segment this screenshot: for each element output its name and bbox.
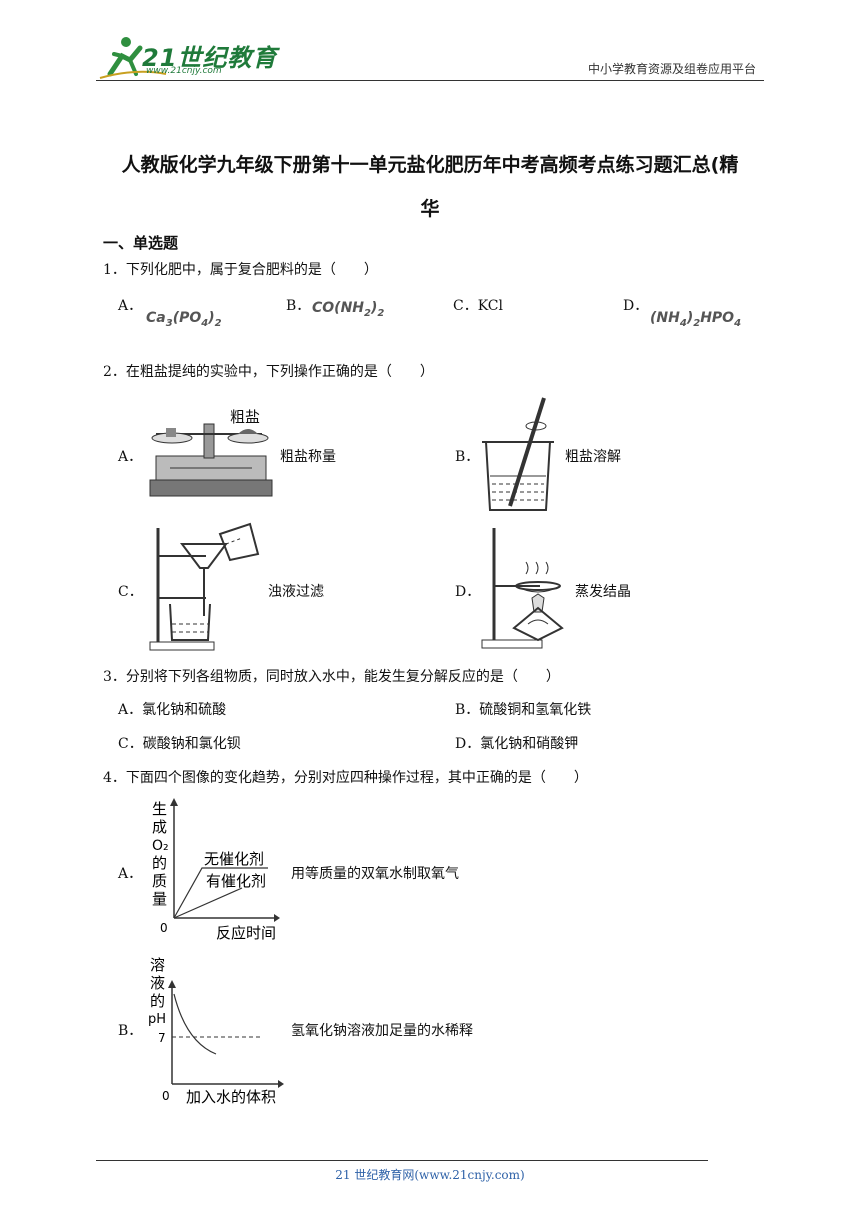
q4b-y-label-2: 液: [150, 974, 165, 992]
q3-option-d: D．氯化钠和硝酸钾: [455, 736, 579, 752]
q2-caption-d: 蒸发结晶: [575, 584, 631, 600]
q4a-y-label-1: 生: [152, 800, 167, 818]
platform-name: 中小学教育资源及组卷应用平台: [587, 62, 756, 76]
q4-graph-b: 溶 液 的 pH 7 0 加入水的体积: [148, 956, 284, 1106]
beaker-stirring-icon: [482, 397, 554, 511]
evaporation-setup-icon: [481, 528, 564, 649]
q4b-seven-tick: 7: [158, 1031, 166, 1045]
q4a-y-label-2: 成: [152, 818, 167, 836]
q4a-line-label-catalyst: 有催化剂: [206, 872, 266, 890]
page-title-cont: 华: [420, 198, 440, 220]
footer-text: 21 世纪教育网(www.21cnjy.com): [335, 1168, 525, 1182]
q4-graph-a: 生 成 O₂ 的 质 量 0 反应时间 无催化剂 有催化剂: [152, 798, 280, 942]
q2-caption-b: 粗盐溶解: [565, 449, 621, 465]
q1-option-c: C．KCl: [453, 298, 503, 314]
q4a-y-label-5: 质: [152, 872, 167, 890]
q1-formula-a: Ca3(PO4)2: [146, 310, 222, 329]
q1-option-b: B．: [286, 298, 311, 314]
q2-option-a: A．: [118, 449, 143, 465]
q1-option-a: A．: [118, 298, 143, 314]
filtration-setup-icon: [149, 522, 260, 651]
q4b-origin: 0: [162, 1089, 170, 1103]
q2-option-b: B．: [455, 449, 480, 465]
q4a-y-label-4: 的: [152, 854, 167, 872]
q1-option-d: D．: [623, 298, 649, 314]
logo-url: www.21cnjy.com: [146, 66, 222, 76]
q4-caption-b: 氢氧化钠溶液加足量的水稀释: [291, 1023, 473, 1039]
q2-caption-c: 浊液过滤: [268, 584, 324, 600]
question-1-stem: 1．下列化肥中，属于复合肥料的是（ ）: [103, 262, 378, 278]
q4-option-b: B．: [118, 1023, 143, 1039]
q4-option-a: A．: [118, 866, 143, 882]
footer-divider: [96, 1160, 708, 1161]
q1-formula-b: CO(NH2)2: [312, 300, 385, 319]
q2-caption-a: 粗盐称量: [280, 449, 336, 465]
section-heading: 一、单选题: [103, 234, 179, 252]
q2-option-c: C．: [118, 584, 143, 600]
q4a-y-label-6: 量: [152, 890, 167, 908]
balance-scale-icon: 粗盐: [149, 408, 273, 497]
q1-formula-d: (NH4)2HPO4: [650, 310, 742, 329]
header-divider: [96, 80, 764, 81]
q3-option-a: A．氯化钠和硫酸: [118, 702, 227, 718]
q4a-line-label-no-catalyst: 无催化剂: [204, 850, 264, 868]
question-2-stem: 2．在粗盐提纯的实验中，下列操作正确的是（ ）: [103, 364, 434, 380]
q2-option-d: D．: [455, 584, 481, 600]
q4b-y-label-4: pH: [148, 1012, 166, 1027]
page-title: 人教版化学九年级下册第十一单元盐化肥历年中考高频考点练习题汇总(精: [121, 154, 739, 176]
q4b-y-label-3: 的: [150, 992, 165, 1010]
q4b-x-label: 加入水的体积: [186, 1088, 276, 1106]
q4a-x-label: 反应时间: [216, 924, 276, 942]
q3-option-c: C．碳酸钠和氯化钡: [118, 736, 241, 752]
q3-option-b: B．硫酸铜和氢氧化铁: [455, 702, 592, 718]
question-3-stem: 3．分别将下列各组物质，同时放入水中，能发生复分解反应的是（ ）: [103, 669, 560, 685]
q4b-y-label-1: 溶: [150, 956, 165, 974]
question-4-stem: 4．下面四个图像的变化趋势，分别对应四种操作过程，其中正确的是（ ）: [103, 770, 588, 786]
logo-text: 21世纪教育: [142, 44, 278, 72]
logo-runner-icon: [99, 37, 167, 79]
q4a-y-label-3: O₂: [152, 838, 169, 854]
q4-caption-a: 用等质量的双氧水制取氧气: [291, 866, 459, 882]
q4a-origin: 0: [160, 921, 168, 935]
coarse-salt-label: 粗盐: [230, 408, 260, 426]
